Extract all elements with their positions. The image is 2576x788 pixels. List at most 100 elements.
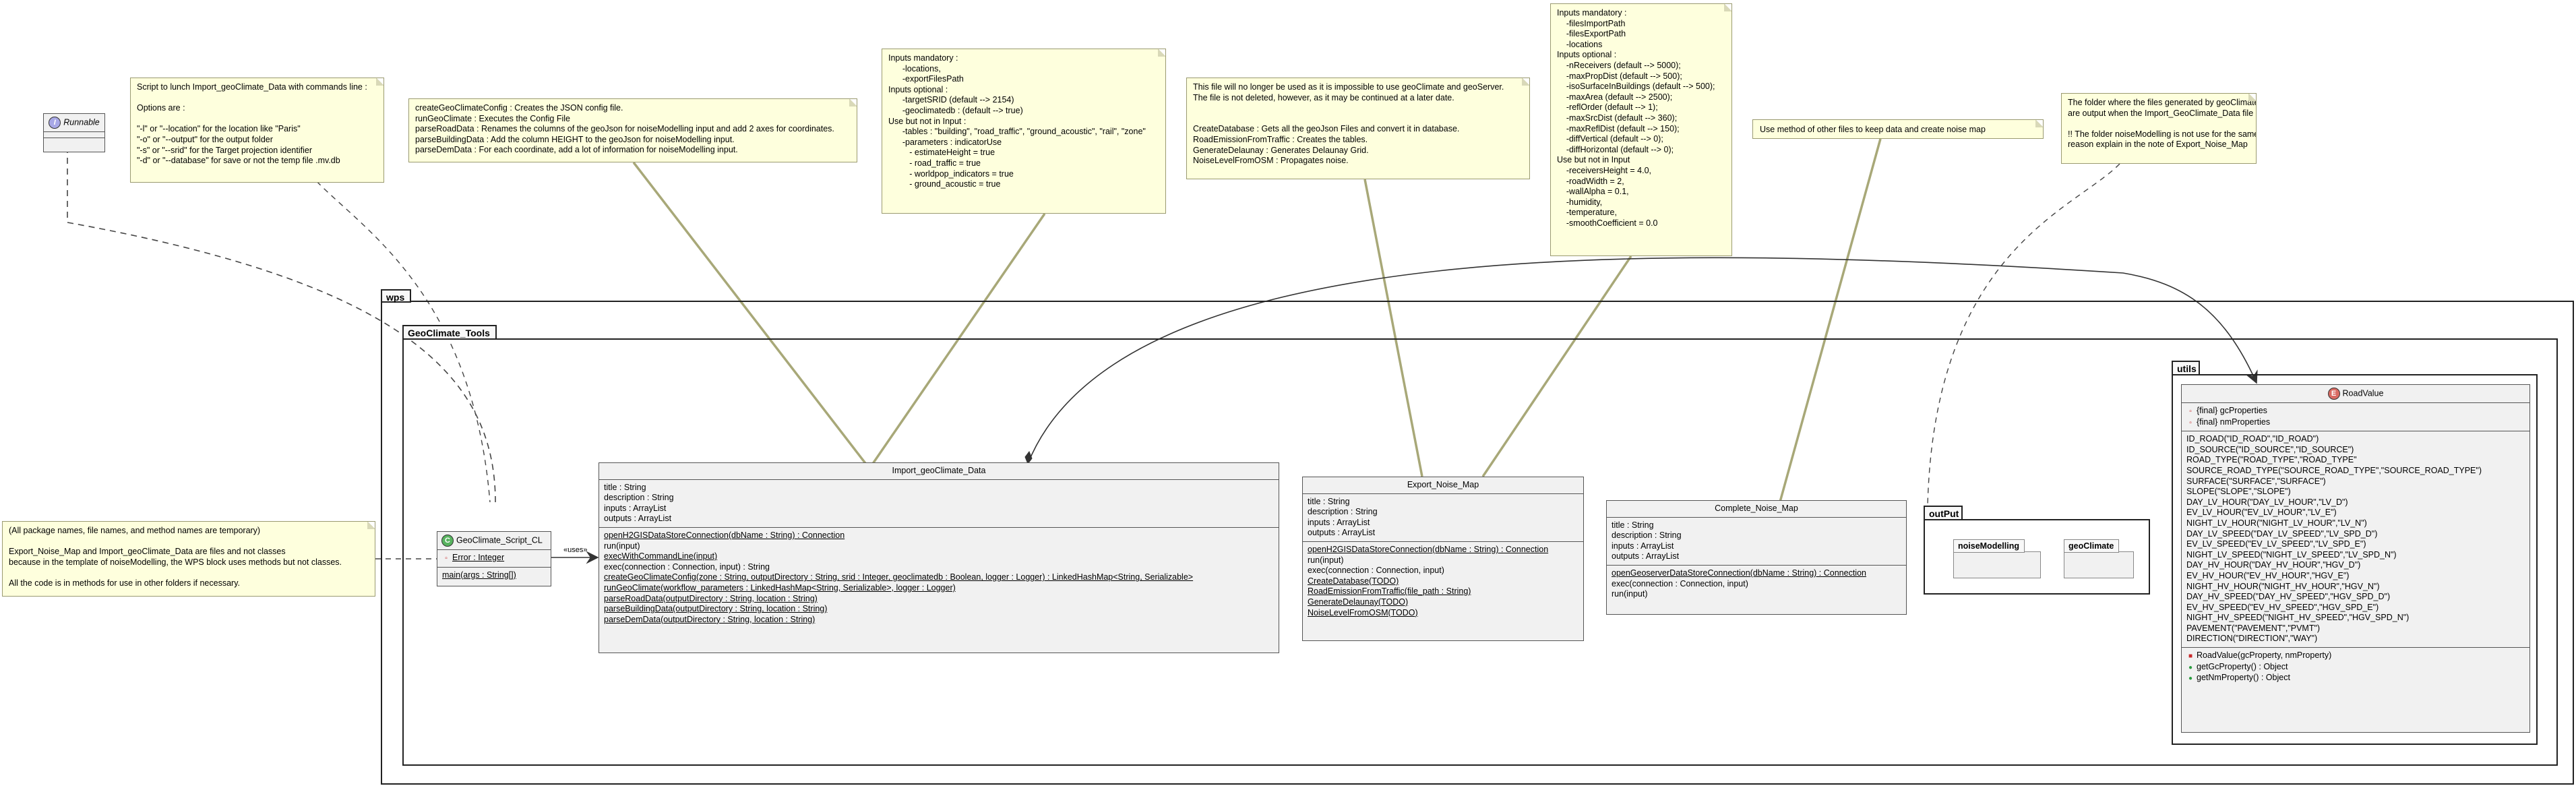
note-export-deprecated: This file will no longer be used as it i… bbox=[1186, 78, 1530, 179]
realization-line bbox=[67, 129, 496, 503]
enum-constant: DAY_LV_SPEED("DAY_LV_SPEED","LV_SPD_D") bbox=[2186, 528, 2378, 539]
enum-constant: DIRECTION("DIRECTION","WAY") bbox=[2186, 634, 2318, 644]
enum-constant: ROAD_TYPE("ROAD_TYPE","ROAD_TYPE" bbox=[2186, 455, 2357, 465]
enum-constant: PAVEMENT("PAVEMENT","PVMT") bbox=[2186, 623, 2321, 633]
class-method: createGeoClimateConfig(zone : String, ou… bbox=[604, 572, 1194, 582]
class-field: inputs : ArrayList bbox=[1308, 517, 1370, 527]
package-geoclimate-tools-tab: GeoClimate_Tools bbox=[402, 325, 497, 340]
enum-constant: NIGHT_HV_SPEED("NIGHT_HV_SPEED","HGV_SPD… bbox=[2186, 613, 2410, 623]
class-method: openH2GISDataStoreConnection(dbName : St… bbox=[604, 530, 845, 540]
interface-icon: I bbox=[49, 117, 61, 129]
note-link-params bbox=[1481, 255, 1632, 477]
class-method: execWithCommandLine(input) bbox=[604, 551, 718, 562]
package-geoclimate bbox=[2064, 551, 2134, 578]
note-link-folder bbox=[1927, 163, 2120, 506]
enum-name: RoadValue bbox=[2342, 388, 2384, 398]
class-method: exec(connection : Connection, input) bbox=[1308, 566, 1444, 576]
enum-constant: NIGHT_HV_HOUR("NIGHT_HV_HOUR","HGV_N") bbox=[2186, 581, 2380, 591]
class-field: outputs : ArrayList bbox=[1308, 528, 1376, 538]
class-name: GeoClimate_Script_CL bbox=[456, 535, 543, 545]
field-error: Error : Integer bbox=[452, 553, 505, 562]
enum-constant: SOURCE_ROAD_TYPE("SOURCE_ROAD_TYPE","SOU… bbox=[2186, 465, 2482, 475]
class-method: openGeoserverDataStoreConnection(dbName … bbox=[1612, 568, 1866, 578]
package-wps-label: wps bbox=[386, 292, 405, 303]
class-name: Import_geoClimate_Data bbox=[599, 463, 1279, 480]
private-field-icon: ▫ bbox=[2189, 419, 2192, 427]
note-script-usage: Script to lunch Import_geoClimate_Data w… bbox=[130, 78, 384, 183]
package-wps-tab: wps bbox=[381, 289, 411, 303]
enum-constant: DAY_HV_HOUR("DAY_HV_HOUR","HGV_D") bbox=[2186, 560, 2361, 570]
package-output-label: outPut bbox=[1929, 508, 1959, 519]
enum-constant: DAY_HV_SPEED("DAY_HV_SPEED","HGV_SPD_D") bbox=[2186, 592, 2391, 602]
class-field: title : String bbox=[1612, 520, 1654, 530]
class-method: RoadEmissionFromTraffic(file_path : Stri… bbox=[1308, 586, 1471, 597]
class-field: outputs : ArrayList bbox=[1612, 551, 1680, 562]
enum-constant: EV_HV_SPEED("EV_HV_SPEED","HGV_SPD_E") bbox=[2186, 602, 2379, 612]
class-method: run(input) bbox=[1308, 555, 1344, 565]
class-method: exec(connection : Connection, input) bbox=[1612, 578, 1748, 588]
enum-field: {final} gcProperties bbox=[2197, 406, 2267, 415]
private-method-icon: ■ bbox=[2188, 653, 2193, 661]
enum-constant: NIGHT_LV_HOUR("NIGHT_LV_HOUR","LV_N") bbox=[2186, 518, 2367, 528]
class-icon: C bbox=[441, 535, 454, 547]
runnable-name: Runnable bbox=[63, 117, 100, 127]
class-method: NoiseLevelFromOSM(TODO) bbox=[1308, 607, 1418, 617]
package-utils bbox=[2172, 374, 2538, 745]
note-link-export bbox=[1363, 179, 1423, 477]
class-name: Export_Noise_Map bbox=[1303, 477, 1583, 494]
note-output-folder: The folder where the files generated by … bbox=[2061, 93, 2257, 164]
enum-method: getNmProperty() : Object bbox=[2197, 673, 2290, 683]
class-field: outputs : ArrayList bbox=[604, 514, 672, 524]
note-packages-temporary: (All package names, file names, and meth… bbox=[2, 521, 375, 597]
class-method: openH2GISDataStoreConnection(dbName : St… bbox=[1308, 544, 1549, 554]
note-config-methods: createGeoClimateConfig : Creates the JSO… bbox=[408, 98, 857, 162]
composition-arrow bbox=[1027, 257, 2258, 464]
note-link-method bbox=[1778, 138, 1882, 505]
class-method: run(input) bbox=[604, 541, 640, 551]
class-method: parseDemData(outputDirectory : String, l… bbox=[604, 614, 816, 624]
note-link-script bbox=[309, 173, 491, 503]
note-complete-method: Use method of other files to keep data a… bbox=[1752, 119, 2044, 139]
package-geoclimate-tools bbox=[402, 338, 2558, 766]
class-name: Complete_Noise_Map bbox=[1607, 501, 1906, 518]
enum-constant: ID_ROAD("ID_ROAD","ID_ROAD") bbox=[2186, 434, 2319, 444]
enum-constant: EV_LV_HOUR("EV_LV_HOUR","LV_E") bbox=[2186, 508, 2337, 518]
uses-label: «uses» bbox=[563, 546, 588, 554]
note-import-inputs: Inputs mandatory : -locations, -exportFi… bbox=[882, 49, 1166, 214]
package-output bbox=[1924, 519, 2150, 595]
enum-constant: SLOPE("SLOPE","SLOPE") bbox=[2186, 487, 2291, 497]
enum-field: {final} nmProperties bbox=[2197, 417, 2271, 427]
enum-constant: NIGHT_LV_SPEED("NIGHT_LV_SPEED","LV_SPD_… bbox=[2186, 549, 2397, 559]
enum-constant: DAY_LV_HOUR("DAY_LV_HOUR","LV_D") bbox=[2186, 497, 2348, 507]
package-output-tab: outPut bbox=[1924, 506, 1963, 520]
public-method-icon: ● bbox=[2188, 675, 2193, 683]
class-method: CreateDatabase(TODO) bbox=[1308, 576, 1399, 586]
private-field-icon: ▫ bbox=[2189, 408, 2192, 415]
package-utils-tab: utils bbox=[2172, 361, 2200, 375]
package-geoclimate-tools-label: GeoClimate_Tools bbox=[408, 328, 490, 338]
class-method: exec(connection : Connection, input) : S… bbox=[604, 562, 770, 572]
enum-constant: EV_HV_HOUR("EV_HV_HOUR","HGV_E") bbox=[2186, 570, 2350, 580]
class-method: parseBuildingData(outputDirectory : Stri… bbox=[604, 604, 828, 614]
class-field: description : String bbox=[1308, 507, 1378, 517]
note-complete-params: Inputs mandatory : -filesImportPath -fil… bbox=[1550, 3, 1732, 256]
package-noise-modelling-tab: noiseModelling bbox=[1953, 539, 2025, 553]
enum-icon: E bbox=[2327, 388, 2340, 400]
enum-constant: ID_SOURCE("ID_SOURCE","ID_SOURCE") bbox=[2186, 444, 2354, 454]
enum-method: getGcProperty() : Object bbox=[2197, 661, 2288, 671]
enum-constant: EV_LV_SPEED("EV_LV_SPEED","LV_SPD_E") bbox=[2186, 539, 2366, 549]
note-link-inputs bbox=[868, 213, 1046, 469]
class-method: runGeoClimate(workflow_parameters : Link… bbox=[604, 582, 956, 593]
package-wps bbox=[381, 301, 2574, 785]
note-link-config bbox=[632, 161, 871, 470]
class-field: description : String bbox=[1612, 531, 1682, 541]
package-noise-modelling-label: noiseModelling bbox=[1958, 541, 2019, 551]
package-geoclimate-tab: geoClimate bbox=[2064, 539, 2119, 553]
